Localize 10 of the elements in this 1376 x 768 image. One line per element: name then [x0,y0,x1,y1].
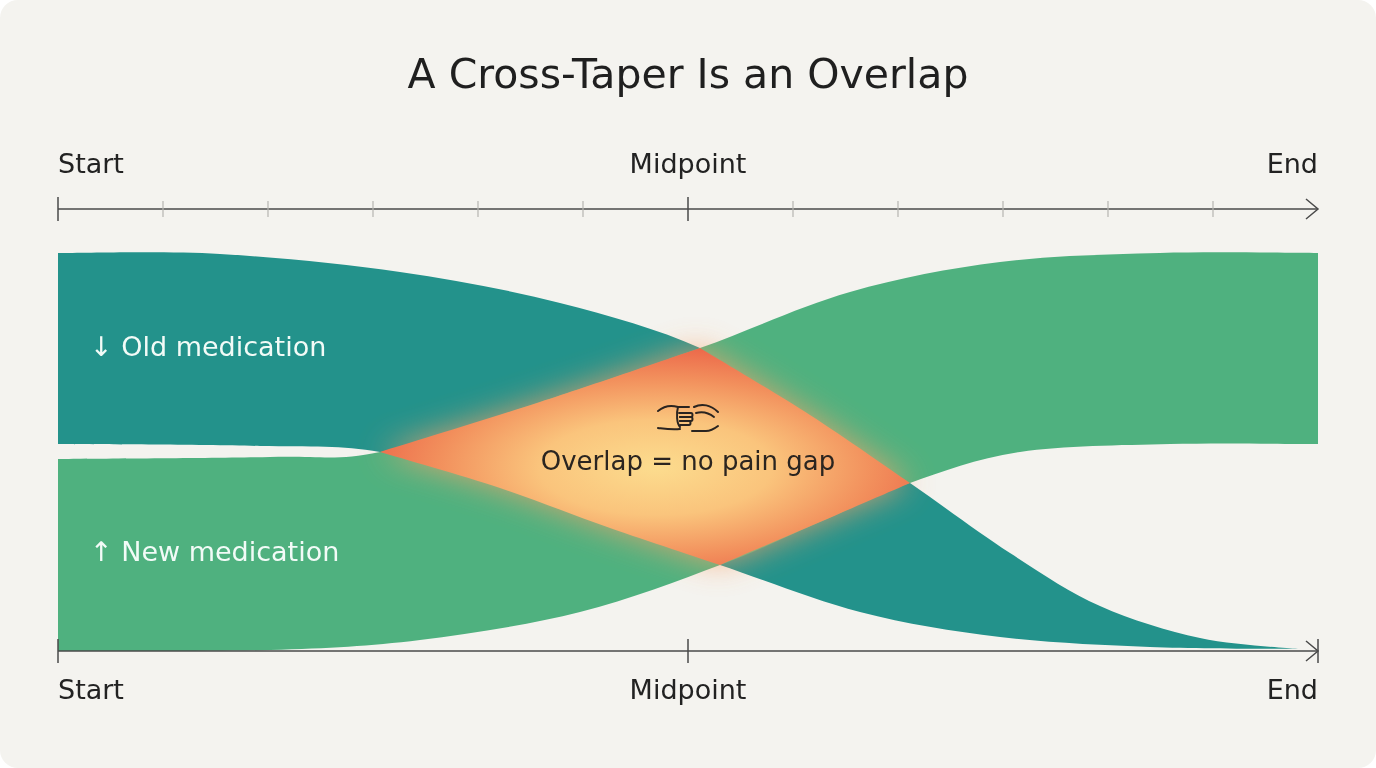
axis-label: Midpoint [629,148,747,181]
diagram-title: A Cross-Taper Is an Overlap [407,50,969,100]
band-label: ↓ Old medication [90,331,327,364]
axis-label: End [1266,148,1318,181]
overlap-label: Overlap = no pain gap [540,446,836,478]
axis-label: Midpoint [629,674,747,707]
axis-label: Start [58,148,124,181]
axis-label: End [1266,674,1318,707]
axis-label: Start [58,674,124,707]
band-label: ↑ New medication [90,536,340,569]
